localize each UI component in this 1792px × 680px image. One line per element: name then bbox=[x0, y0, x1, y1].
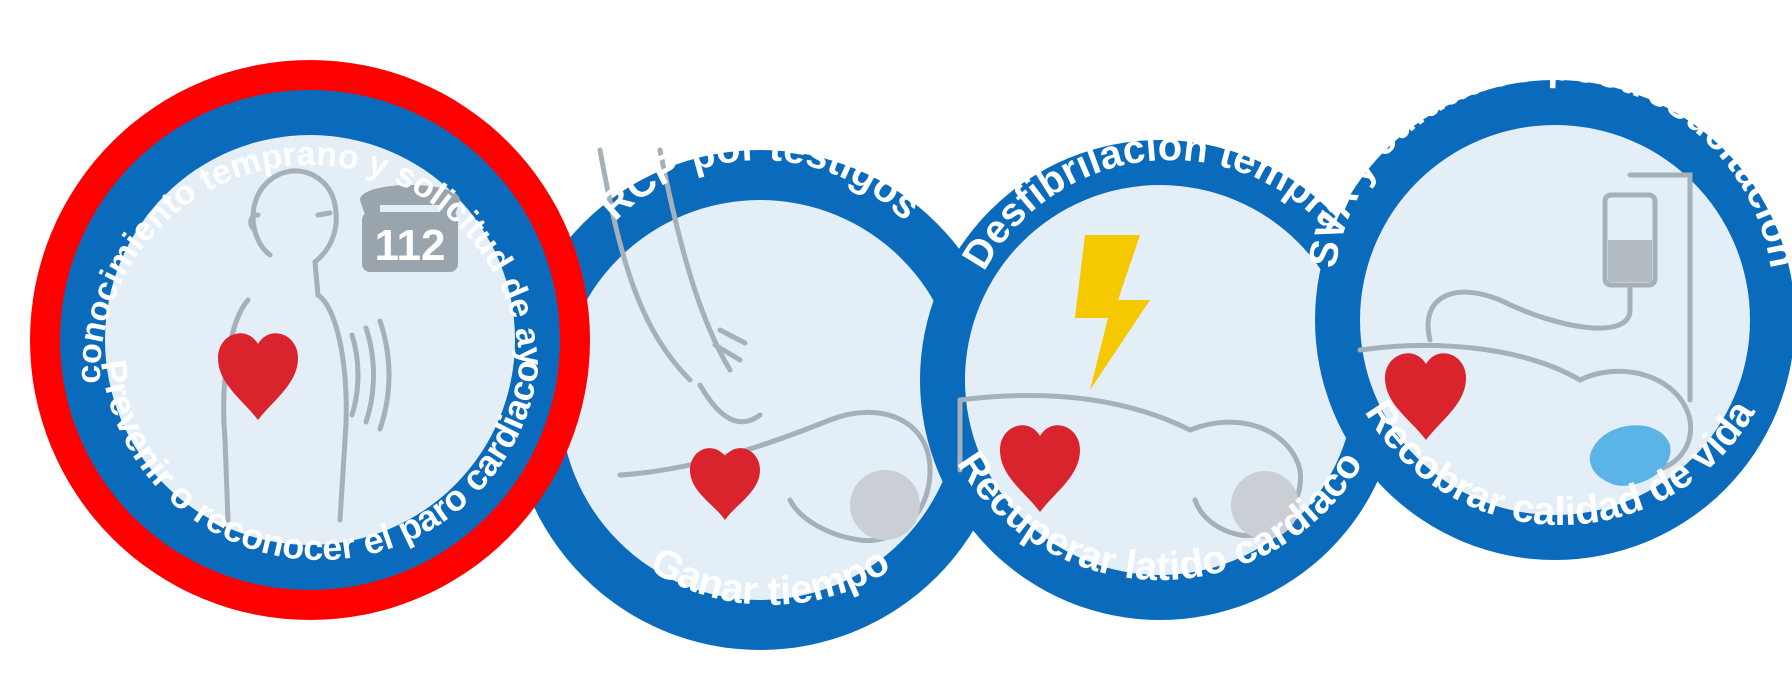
lightning-bolt-icon bbox=[1075, 235, 1150, 390]
chain-link-cpr: RCP por testigos Ganar tiempo bbox=[510, 125, 1010, 650]
patient-icon bbox=[617, 409, 933, 544]
sound-waves-icon bbox=[349, 318, 392, 432]
link-inner-disc bbox=[560, 200, 960, 600]
cpr-hands-icon bbox=[597, 147, 763, 425]
oxygen-mask-icon bbox=[1589, 425, 1671, 486]
heart-icon bbox=[690, 448, 760, 520]
phone-icon: 112 bbox=[360, 185, 460, 272]
heart-icon bbox=[1385, 353, 1466, 440]
iv-drip-icon bbox=[1425, 172, 1693, 403]
patient-icon bbox=[1357, 342, 1694, 474]
heart-icon bbox=[218, 333, 298, 420]
chain-link-post-resuscitation: SVA y cuidados postresucitación Recobrar… bbox=[1300, 45, 1792, 560]
heart-icon bbox=[1000, 425, 1080, 512]
patient-icon bbox=[957, 392, 1303, 539]
chain-link-early-recognition: 112 Reconocimiento temprano y solicitud … bbox=[0, 0, 590, 620]
phone-number-label: 112 bbox=[375, 221, 446, 270]
